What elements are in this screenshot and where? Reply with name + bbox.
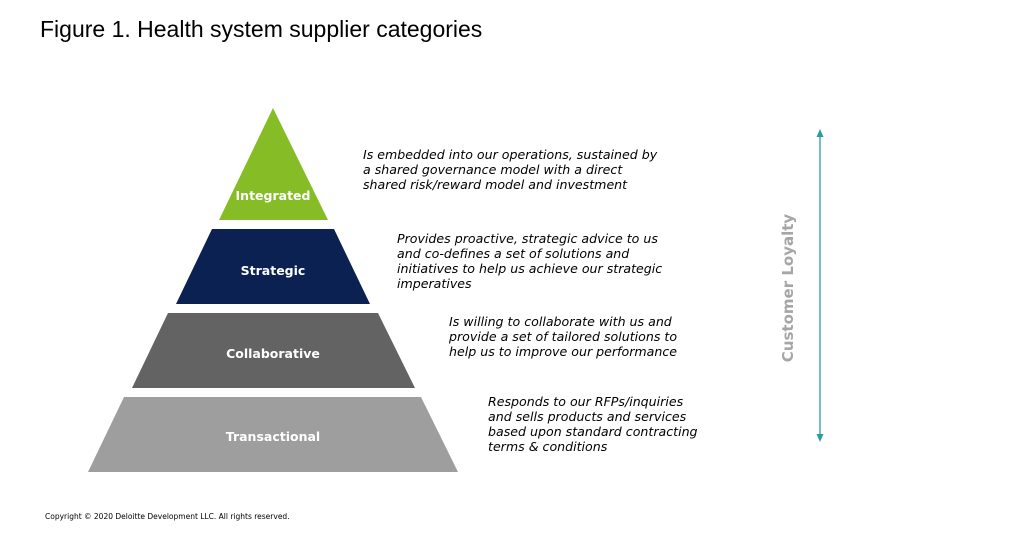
description-line: Is embedded into our operations, sustain… [363, 147, 658, 162]
description-line: based upon standard contracting [488, 424, 698, 439]
customer-loyalty-label: Customer Loyalty [779, 213, 797, 363]
tier-transactional-shape [88, 397, 458, 472]
tier-strategic-shape [176, 229, 370, 304]
copyright-notice: Copyright © 2020 Deloitte Development LL… [45, 512, 290, 521]
loyalty-arrow-head-up [816, 129, 824, 137]
tier-integrated-label: Integrated [235, 188, 311, 203]
tier-strategic-label: Strategic [240, 263, 306, 278]
description-line: shared risk/reward model and investment [363, 177, 628, 192]
description-line: Provides proactive, strategic advice to … [397, 231, 658, 246]
description-line: imperatives [397, 276, 472, 291]
tier-collaborative-label: Collaborative [226, 346, 320, 361]
tier-collaborative-shape [132, 313, 415, 388]
tier-collaborative-description: Is willing to collaborate with us and pr… [449, 314, 677, 359]
tier-integrated-shape [219, 108, 328, 220]
tier-integrated-description: Is embedded into our operations, sustain… [363, 147, 657, 192]
tier-transactional-label: Transactional [225, 429, 321, 444]
description-line: a shared governance model with a direct [363, 162, 623, 177]
description-line: terms & conditions [488, 439, 608, 454]
description-line: and co-defines a set of solutions and [397, 246, 630, 261]
description-line: initiatives to help us achieve our strat… [397, 261, 663, 276]
description-line: Is willing to collaborate with us and [449, 314, 672, 329]
loyalty-arrow-head-down [816, 434, 824, 442]
description-line: help us to improve our performance [449, 344, 678, 359]
description-line: Responds to our RFPs/inquiries [488, 394, 684, 409]
loyalty-arrow [816, 129, 824, 442]
tier-strategic-description: Provides proactive, strategic advice to … [397, 231, 662, 291]
tier-transactional-description: Responds to our RFPs/inquiries and sells… [488, 394, 698, 454]
description-line: and sells products and services [488, 409, 687, 424]
figure-title: Figure 1. Health system supplier categor… [40, 16, 483, 42]
description-line: provide a set of tailored solutions to [449, 329, 678, 344]
